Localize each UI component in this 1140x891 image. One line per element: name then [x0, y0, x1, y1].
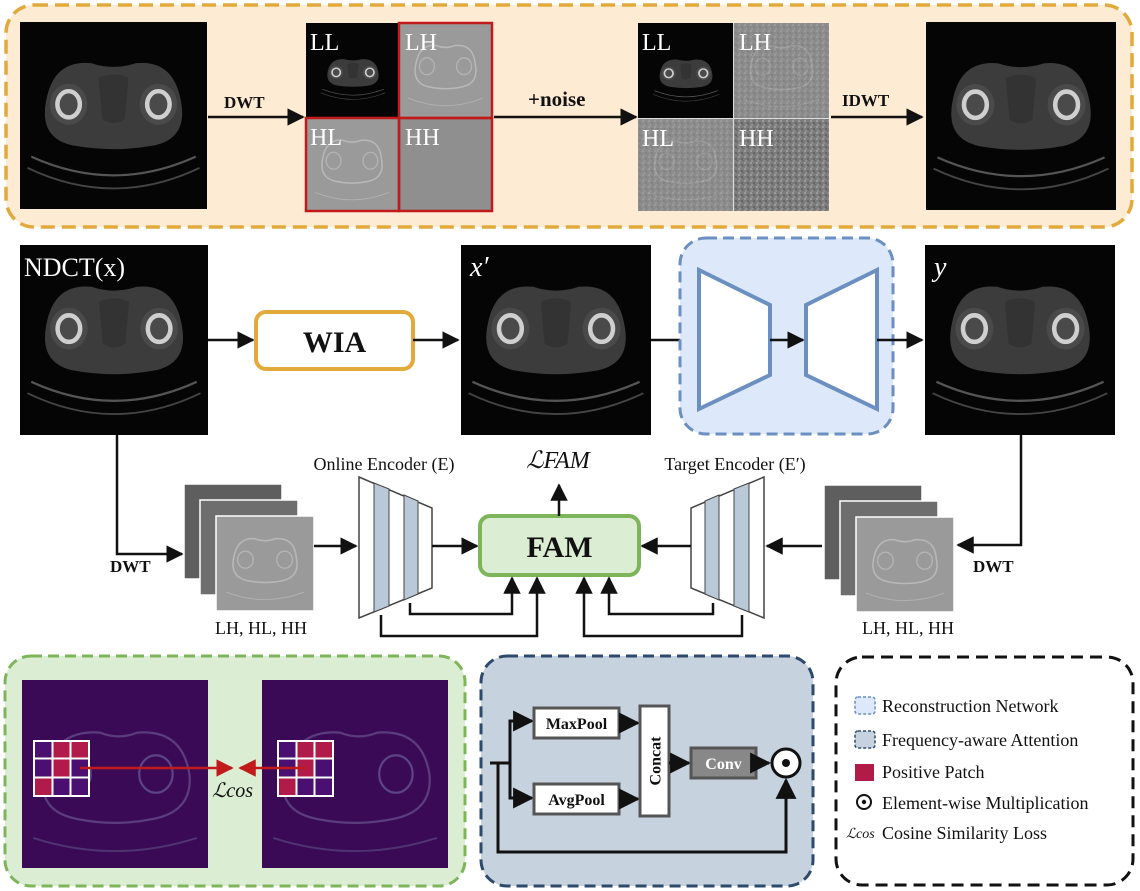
subband-stack-left [183, 483, 315, 612]
cos-loss-label: ℒcos [212, 780, 253, 802]
dwt-label-top: DWT [224, 93, 265, 112]
concat-label: Concat [648, 736, 665, 786]
noisy-hl-label: HL [642, 126, 674, 152]
subband-grid-noisy: LL LH HL HH [637, 22, 830, 212]
ndct-image-top [20, 22, 207, 209]
subband-ll-label: LL [310, 30, 339, 56]
subbands-left-label: LH, HL, HH [215, 618, 307, 638]
pipeline: NDCT(x) WIA x′ y DWT DWT LH, HL, [20, 236, 1115, 638]
legend-item-cos: Cosine Similarity Loss [882, 823, 1047, 843]
legend: Reconstruction Network Frequency-aware A… [834, 655, 1135, 887]
target-encoder-label: Target Encoder (E′) [664, 454, 805, 475]
cos-panel: ℒcos [3, 654, 467, 888]
positive-patch-swatch [855, 764, 874, 781]
conv-label: Conv [705, 756, 741, 773]
target-encoder [690, 475, 765, 620]
attention-swatch [854, 730, 876, 749]
legend-item-mult: Element-wise Multiplication [882, 793, 1088, 813]
output-label: y [931, 252, 947, 283]
patch-grid-left [33, 740, 90, 797]
intermediate-image [461, 245, 651, 435]
dwt-label-left: DWT [110, 557, 151, 576]
recon-swatch [854, 696, 876, 715]
legend-item-positive: Positive Patch [882, 762, 985, 782]
intermediate-label: x′ [469, 252, 489, 283]
maxpool-label: MaxPool [546, 716, 608, 733]
subband-stack-right [823, 484, 955, 613]
output-image [925, 245, 1115, 435]
encoder-trapezoid [697, 266, 772, 413]
dwt-label-right: DWT [973, 557, 1014, 576]
augmented-image-top [926, 22, 1116, 210]
subband-lh-label: LH [405, 30, 437, 56]
concat-block [638, 704, 671, 818]
subband-hh-label: HH [405, 125, 440, 151]
online-encoder [358, 475, 433, 620]
decoder-trapezoid [804, 266, 879, 413]
legend-item-attention: Frequency-aware Attention [882, 730, 1078, 750]
noisy-lh-label: LH [739, 30, 771, 56]
subband-grid-clean: LL LH HL HH [304, 21, 494, 213]
fam-loss-label: ℒFAM [526, 448, 592, 474]
patch-grid-right [277, 740, 334, 797]
noise-label: +noise [528, 87, 585, 111]
reconstruction-network [678, 236, 895, 436]
noisy-ll-label: LL [642, 30, 671, 56]
subband-hl-label: HL [310, 125, 342, 151]
legend-cos-symbol: ℒcos [846, 827, 875, 842]
avgpool-label: AvgPool [548, 792, 605, 809]
online-encoder-label: Online Encoder (E) [314, 454, 455, 475]
subbands-right-label: LH, HL, HH [862, 618, 954, 638]
noisy-hh-label: HH [739, 126, 774, 152]
ndct-label: NDCT(x) [24, 253, 125, 282]
avgpool-block [532, 782, 621, 816]
wia-label: WIA [303, 326, 367, 359]
legend-item-recon: Reconstruction Network [882, 696, 1058, 716]
fam-label: FAM [526, 531, 592, 564]
idwt-label: IDWT [842, 91, 890, 110]
wia-panel: DWT LL LH HL HH +noise [4, 3, 1134, 229]
attention-panel: MaxPool AvgPool Concat Conv [479, 654, 815, 888]
